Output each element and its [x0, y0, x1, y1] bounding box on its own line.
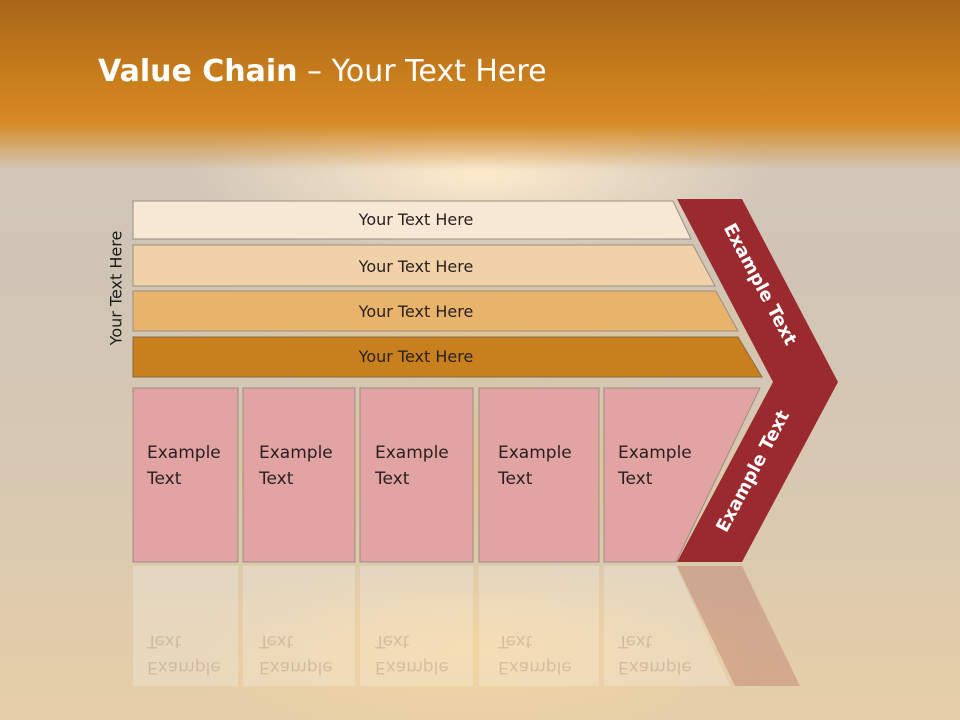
cell-2-reflection-line2: Text [259, 631, 294, 651]
cell-2-line1: Example [259, 443, 333, 463]
title-rest: – Your Text Here [297, 54, 547, 89]
cell-4-reflection-line1: Example [498, 657, 572, 677]
cell-2[interactable] [242, 387, 356, 563]
cell-3-reflection-line2: Text [375, 631, 410, 651]
cell-5-line2: Text [618, 469, 653, 489]
cell-1-line1: Example [147, 443, 221, 463]
row-1-label: Your Text Here [358, 210, 474, 229]
cell-1-reflection: Example Text [147, 628, 221, 680]
cell-3-reflection-line1: Example [375, 657, 449, 677]
cell-3-line1: Example [375, 443, 449, 463]
cell-1-line2: Text [147, 469, 182, 489]
cell-1-reflection-line2: Text [147, 631, 182, 651]
cell-4-reflection: Example Text [498, 628, 572, 680]
cell-5-reflection-line1: Example [618, 657, 692, 677]
cell-2-reflection: Example Text [259, 628, 333, 680]
cell-2-reflection-line1: Example [259, 657, 333, 677]
cell-3[interactable] [359, 387, 474, 563]
row-2-shape [132, 244, 716, 287]
cell-3-line2: Text [375, 469, 410, 489]
row-2-label: Your Text Here [358, 257, 474, 276]
page-title: Value Chain – Your Text Here [98, 54, 547, 89]
cell-5-line1: Example [618, 443, 692, 463]
cell-4-line1: Example [498, 443, 572, 463]
cell-4[interactable] [478, 387, 600, 563]
reflection [133, 566, 800, 686]
cell-2-line2: Text [259, 469, 294, 489]
row-4-shape [132, 336, 763, 378]
row-4[interactable]: Your Text Here [132, 336, 763, 378]
row-3[interactable]: Your Text Here [132, 290, 739, 332]
cell-5-reflection-line2: Text [618, 631, 653, 651]
title-bold: Value Chain [98, 54, 298, 89]
cell-5[interactable] [603, 387, 761, 563]
cell-5-reflection: Example Text [618, 628, 692, 680]
cell-4-line2: Text [498, 469, 533, 489]
cell-3-reflection: Example Text [375, 628, 449, 680]
chevron-arrow[interactable] [677, 199, 838, 562]
row-3-shape [132, 290, 739, 332]
row-3-label: Your Text Here [358, 302, 474, 321]
row-2[interactable]: Your Text Here [132, 244, 716, 287]
row-1-shape [132, 200, 692, 240]
cell-4-reflection-line2: Text [498, 631, 533, 651]
cell-1-reflection-line1: Example [147, 657, 221, 677]
row-4-label: Your Text Here [358, 347, 474, 366]
row-1[interactable]: Your Text Here [132, 200, 692, 240]
title-band [0, 0, 960, 170]
cell-1[interactable] [132, 387, 239, 563]
